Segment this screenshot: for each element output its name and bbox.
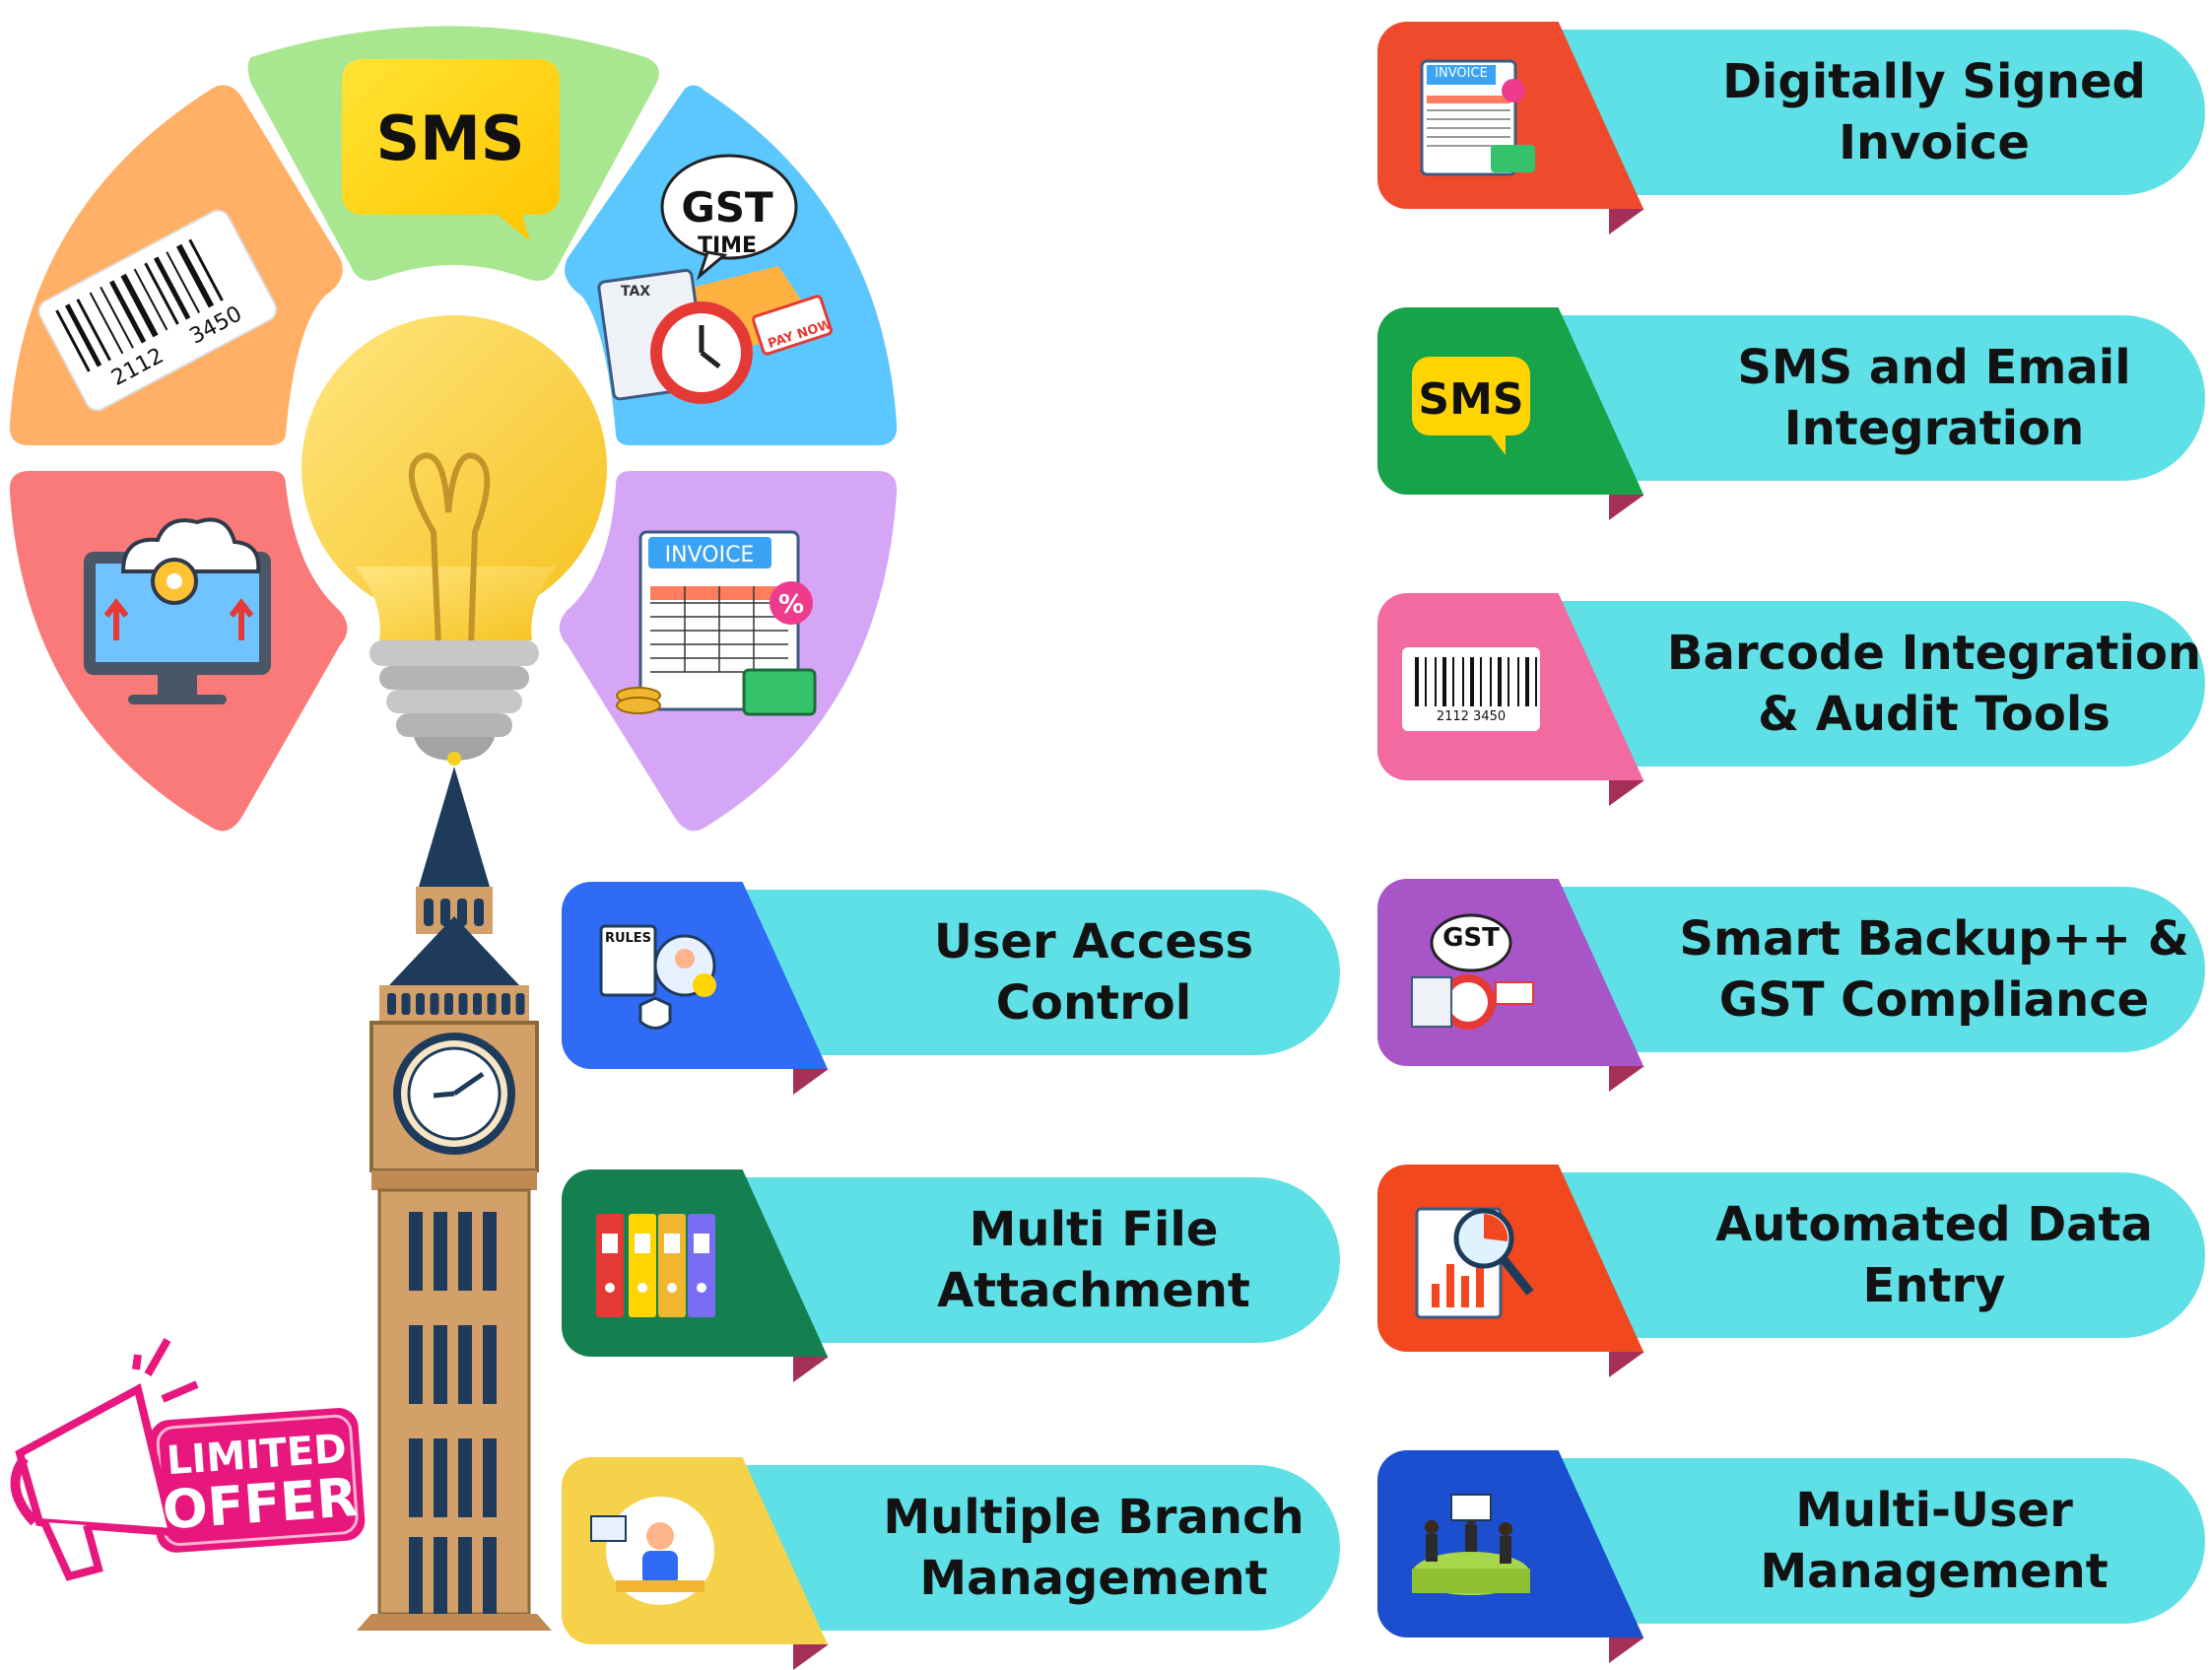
gst-time-icon: [1411, 913, 1534, 1030]
feature-card-icon: [1397, 1480, 1545, 1612]
barcode-sticker-icon: 2112 3450: [37, 209, 278, 412]
feature-card: RULES User Access Control: [562, 882, 1340, 1095]
gst-time-illustration-icon: TAX PAY NOW GST TIME: [597, 154, 834, 404]
feature-card-icon: [581, 1487, 729, 1619]
sms-bubble-text: SMS: [375, 102, 524, 174]
multi-user-icon: [1412, 1494, 1530, 1595]
feature-card-label: Multiple Branch Management: [883, 1489, 1305, 1606]
feature-card-label: User Access Control: [933, 913, 1254, 1031]
feature-card-icon: GST: [1397, 908, 1545, 1040]
feature-card-icon-text: RULES: [604, 931, 652, 946]
feature-card-icon-text: INVOICE: [1435, 66, 1488, 81]
feature-card-label: Digitally Signed Invoice: [1722, 53, 2146, 170]
feature-card-pill: [1525, 1172, 2205, 1338]
tower-windows-middle: [387, 993, 525, 1015]
data-analysis-icon: [1415, 1207, 1534, 1319]
feature-card: GST Smart Backup++ & GST Compliance: [1377, 879, 2205, 1092]
feature-card-label: SMS and Email Integration: [1737, 339, 2131, 456]
sms-icon: [1412, 357, 1530, 455]
megaphone-icon: [10, 1338, 199, 1581]
feature-card-icon-text: SMS: [1418, 374, 1524, 425]
clock-tower-icon: [357, 752, 552, 1631]
feature-card: SMS SMS and Email Integration: [1377, 307, 2205, 520]
feature-card-pill: [1525, 315, 2205, 481]
invoice-tag: INVOICE: [665, 543, 755, 568]
feature-card: INVOICE Digitally Signed Invoice: [1377, 22, 2205, 234]
sms-bubble-icon: SMS: [342, 59, 560, 241]
feature-card-pill: [1525, 30, 2205, 195]
feature-card-pill: [1525, 601, 2205, 767]
feature-card-fold: [793, 1644, 829, 1670]
feature-card-icon: SMS: [1397, 337, 1545, 469]
feature-card-pill: [709, 890, 1340, 1055]
feature-card-label: Smart Backup++ & GST Compliance: [1679, 910, 2189, 1028]
feature-card: Multiple Branch Management: [562, 1457, 1340, 1670]
feature-card-icon-text: GST: [1442, 923, 1500, 953]
invoice-percent: %: [778, 590, 804, 620]
feature-card-pill: [1525, 1458, 2205, 1624]
limited-offer-line2: OFFER: [161, 1466, 360, 1542]
gst-bubble-line1: GST: [681, 183, 773, 232]
feature-card-label: Multi-User Management: [1760, 1482, 2109, 1599]
binders-icon: [596, 1214, 715, 1317]
gst-tax-tag: TAX: [621, 284, 650, 300]
cloud-monitor-icon: [84, 517, 271, 704]
feature-card-pill: [709, 1177, 1340, 1343]
feature-card-icon: [1397, 1194, 1545, 1326]
invoice-icon: [1420, 59, 1535, 176]
user-access-rules-icon: [599, 924, 716, 1030]
feature-card-pill: [1525, 887, 2205, 1052]
lightbulb-icon: [302, 315, 607, 761]
feature-card-icon: RULES: [581, 911, 729, 1043]
branch-manager-icon: [590, 1497, 714, 1605]
feature-card-label: Multi File Attachment: [937, 1201, 1250, 1318]
tower-windows-body: [409, 1212, 497, 1616]
feature-card-label: Automated Data Entry: [1715, 1196, 2153, 1313]
feature-card-icon: [581, 1199, 729, 1331]
limited-offer-badge: LIMITED OFFER: [10, 1338, 366, 1581]
invoice-illustration-icon: INVOICE %: [616, 530, 817, 716]
tower-windows-top: [424, 899, 484, 926]
barcode-icon: [1402, 647, 1540, 731]
feature-card: Multi-User Management: [1377, 1450, 2205, 1663]
feature-card: Automated Data Entry: [1377, 1165, 2205, 1377]
feature-card: Multi File Attachment: [562, 1169, 1340, 1382]
gst-bubble-line2: TIME: [698, 234, 757, 258]
feature-card-icon-text: 2112 3450: [1436, 709, 1507, 724]
feature-card: 2112 3450 Barcode Integration & Audit Too…: [1377, 593, 2205, 806]
feature-card-pill: [709, 1465, 1340, 1631]
feature-card-label: Barcode Integration & Audit Tools: [1666, 625, 2202, 742]
feature-card-icon: 2112 3450: [1397, 623, 1545, 755]
barcode-bars: [55, 238, 224, 372]
feature-card-icon: INVOICE: [1397, 51, 1545, 183]
